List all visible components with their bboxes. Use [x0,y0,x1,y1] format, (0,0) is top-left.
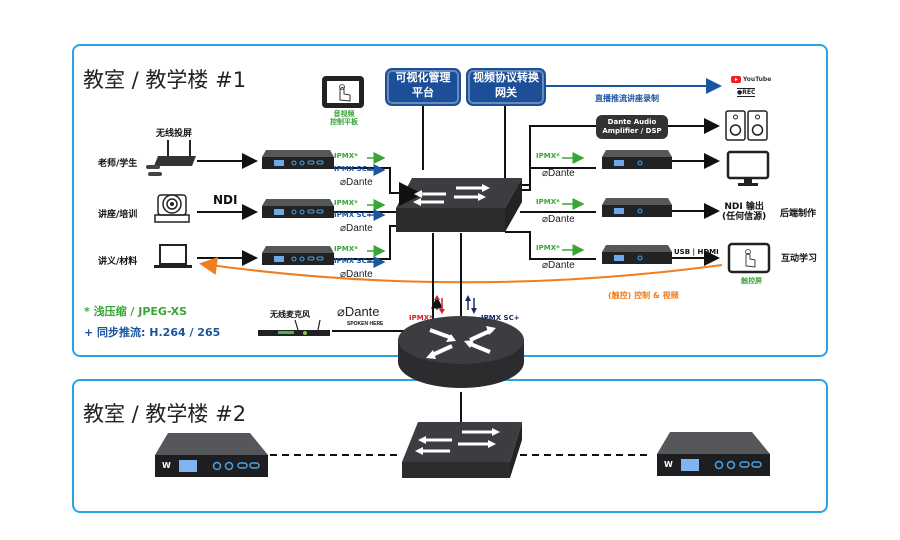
source-label-lecture: 讲座/培训 [98,210,138,220]
wire-dsp [518,125,596,186]
enc1-ipmx: IPMX* [334,152,358,160]
control-curve [199,257,723,284]
building-1-title: 教室 / 教学楼 #1 [83,68,247,92]
wire-dec1 [520,167,596,191]
enc2-ipmx: IPMX* [334,199,358,207]
decoder-2 [602,198,672,217]
tablet-icon [322,76,364,108]
tablet-label: 音视频控制平板 [330,110,358,126]
touchscreen-icon [727,242,771,274]
enc2-ipmx-sc: IPMX SC+ [334,211,373,219]
control-video-label: (触控) 控制 & 视频 [608,291,679,300]
wire-dec3 [505,231,596,260]
enc3-dante: ⌀Dante [340,269,373,280]
ptz-camera-icon [154,194,190,223]
legend-shallow-compression: * 浅压缩 / JPEG-XS [84,305,188,318]
laptop-icon [154,244,192,268]
dec2-dante: ⌀Dante [542,214,575,225]
uplink-ipmx-sc-label: IPMX SC+ [481,314,520,322]
network-switch-2 [402,422,522,478]
management-platform-box[interactable]: 可视化管理 平台 [385,68,461,106]
usb-hdmi-label: USB | HDMI [674,248,719,256]
backend-production-label: 后端制作 [780,209,817,219]
uplink-ipmx-arrows [431,295,445,314]
encoder-2 [262,199,334,218]
youtube-label: YouTube [743,76,772,83]
wireless-presenter-icon [146,140,196,176]
dec2-ipmx: IPMX* [536,198,560,206]
wireless-mic-label: 无线麦克风 [270,310,310,319]
dec3-ipmx: IPMX* [536,244,560,252]
source-label-materials: 讲义/材料 [98,257,138,267]
enc2-dante: ⌀Dante [340,223,373,234]
speakers-icon [725,110,768,141]
uplink-ipmx-label: IPMX* [409,314,433,322]
enc3-ipmx: IPMX* [334,245,358,253]
encoder-3 [262,246,334,265]
streaming-label: 直播推流讲座录制 [595,94,659,103]
legend-sync-streaming: + 同步推流: H.264 / 265 [84,326,221,339]
network-switch-1 [396,178,522,232]
encoder-1 [262,150,334,169]
youtube-icon [731,76,741,83]
rec-label: ●REC [737,88,756,97]
ipmx-arrows-right [562,152,585,256]
svg-text:W: W [664,460,673,469]
interactive-learning-label: 互动学习 [781,254,818,264]
wireless-mic-receiver [258,319,330,336]
wire-enc1 [334,167,400,194]
dec3-dante: ⌀Dante [542,260,575,271]
router [398,316,524,388]
svg-text:W: W [162,461,171,470]
wireless-presenter-label: 无线投屏 [156,129,193,139]
ipmx-arrows-left [367,152,386,268]
building-2-title: 教室 / 教学楼 #2 [83,402,247,426]
decoder-1 [602,150,672,169]
monitor-icon [726,150,770,186]
dec1-dante: ⌀Dante [542,168,575,179]
protocol-gateway-box[interactable]: 视频协议转换 网关 [466,68,546,106]
ndi-output-label: NDI 输出(任何信源) [722,202,767,222]
ndi-link-label: NDI [213,193,238,207]
wire-enc3 [334,225,400,260]
decoder-3 [602,245,672,264]
enc1-dante: ⌀Dante [340,177,373,188]
uplink-ipmx-sc-arrows [465,295,477,314]
dec1-ipmx: IPMX* [536,152,560,160]
touchscreen-label: 触控屏 [741,277,762,285]
enc3-ipmx-sc: IPMX SC+ [334,257,373,265]
endpoint-left-b2: W [155,433,268,477]
source-label-teacher: 老师/学生 [98,159,138,169]
endpoint-right-b2: W [657,432,770,476]
enc1-ipmx-sc: IPMX SC+ [334,165,373,173]
